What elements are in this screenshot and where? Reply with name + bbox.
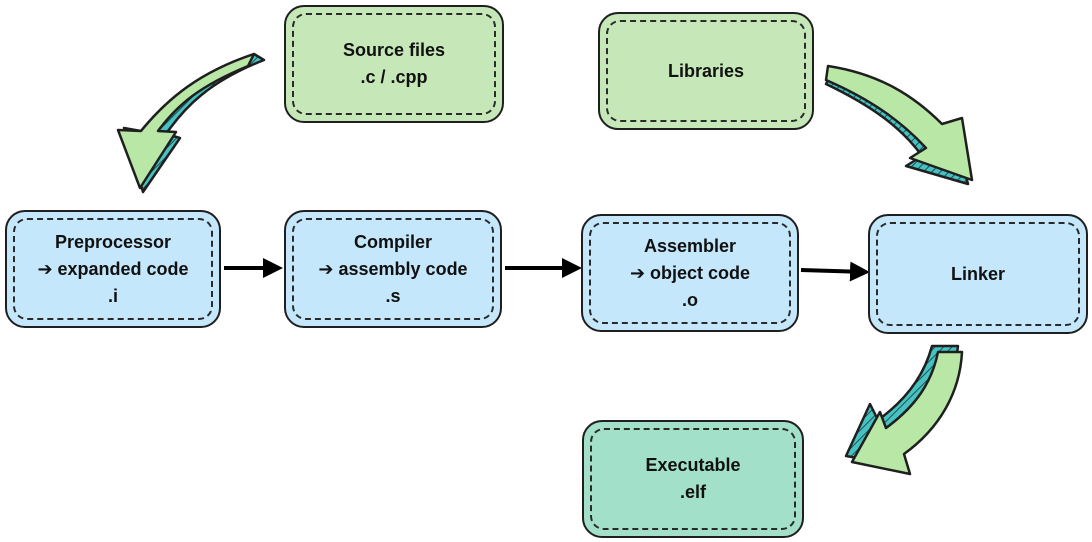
assembler-title: Assembler [643,235,737,256]
assembler-box: Assembler ➔ object code .o [581,214,799,332]
executable-box: Executable .elf [582,420,804,538]
source-files-box: Source files .c / .cpp [284,5,504,123]
preprocessor-box: Preprocessor ➔ expanded code .i [5,210,221,328]
linker-title: Linker [950,263,1006,284]
compiler-output: ➔ assembly code [318,258,468,279]
preprocessor-output: ➔ expanded code [37,258,189,279]
executable-extension: .elf [679,482,706,502]
executable-title: Executable [645,455,741,475]
compiler-box: Compiler ➔ assembly code .s [284,210,502,328]
preprocessor-extension: .i [107,285,118,306]
compiler-extension: .s [385,285,401,306]
arrow-assembler-to-linker [800,261,870,282]
assembler-extension: .o [682,289,698,310]
curved-arrow-linker-to-executable [844,344,964,476]
linker-box: Linker [868,214,1088,334]
assembler-output: ➔ object code [629,262,751,283]
libraries-box: Libraries [598,12,814,130]
curved-arrow-libraries-to-linker [824,64,974,186]
source-files-extension: .c / .cpp [360,67,428,87]
compiler-title: Compiler [353,231,432,252]
libraries-title: Libraries [667,60,745,81]
source-files-title: Source files [342,40,446,60]
preprocessor-title: Preprocessor [54,231,172,252]
curved-arrow-source-to-preprocessor [116,52,266,194]
